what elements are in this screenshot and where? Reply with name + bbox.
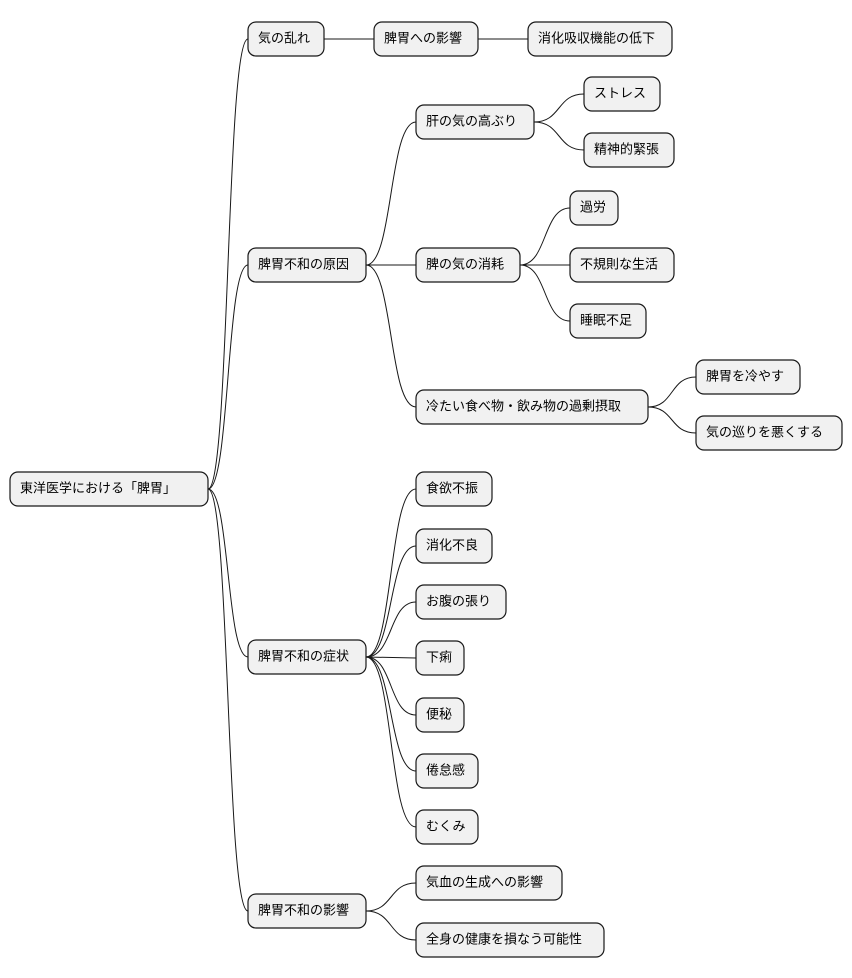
node-label: 気の巡りを悪くする bbox=[706, 425, 823, 441]
edge-n2b-n2b1 bbox=[519, 207, 571, 266]
edge-n4-n4a bbox=[365, 882, 417, 912]
node-label: 睡眠不足 bbox=[580, 314, 632, 329]
edge-n2c-n2c1 bbox=[647, 376, 697, 408]
edge-root-n1 bbox=[207, 38, 249, 490]
edge-n2a-n2a2 bbox=[533, 121, 585, 151]
node-root: 東洋医学における「脾胃」 bbox=[9, 471, 209, 507]
edge-n2-n2c bbox=[365, 264, 417, 408]
node-n4b: 全身の健康を損なう可能性 bbox=[415, 922, 605, 958]
node-label: 食欲不振 bbox=[426, 481, 478, 497]
node-label: 東洋医学における「脾胃」 bbox=[20, 481, 176, 497]
node-n2a2: 精神的緊張 bbox=[583, 132, 675, 168]
edge-n2a-n2a1 bbox=[533, 93, 585, 123]
node-label: 過労 bbox=[580, 201, 606, 216]
node-label: むくみ bbox=[426, 820, 466, 835]
edge-n3-n3d bbox=[365, 656, 417, 659]
node-n3d: 下痢 bbox=[415, 640, 465, 676]
node-label: 脾胃不和の影響 bbox=[258, 903, 349, 919]
node-label: 気血の生成への影響 bbox=[426, 875, 543, 891]
node-label: 脾胃を冷やす bbox=[706, 370, 784, 385]
edge-n3-n3b bbox=[365, 545, 417, 658]
node-n3b: 消化不良 bbox=[415, 528, 493, 564]
node-n4a: 気血の生成への影響 bbox=[415, 865, 563, 901]
edge-n2b-n2b3 bbox=[519, 264, 571, 322]
edge-n3-n3a bbox=[365, 488, 417, 658]
node-n3g: むくみ bbox=[415, 809, 479, 845]
node-label: 脾の気の消耗 bbox=[426, 257, 504, 273]
node-label: 不規則な生活 bbox=[580, 258, 658, 273]
node-label: 消化吸収機能の低下 bbox=[538, 32, 655, 47]
node-n3e: 便秘 bbox=[415, 697, 465, 733]
node-label: 肝の気の高ぶり bbox=[426, 114, 517, 130]
edge-n3-n3e bbox=[365, 656, 417, 716]
node-label: 脾胃不和の原因 bbox=[258, 258, 349, 273]
node-n2a1: ストレス bbox=[583, 76, 661, 112]
edge-n3-n3g bbox=[365, 656, 417, 828]
edge-n3-n3c bbox=[365, 601, 417, 658]
node-n2: 脾胃不和の原因 bbox=[247, 247, 367, 283]
node-n3f: 倦怠感 bbox=[415, 753, 479, 789]
node-label: 脾胃不和の症状 bbox=[258, 650, 349, 665]
node-label: 全身の健康を損なう可能性 bbox=[426, 932, 582, 948]
node-label: 気の乱れ bbox=[258, 31, 310, 47]
node-n2c2: 気の巡りを悪くする bbox=[695, 415, 843, 451]
node-label: 便秘 bbox=[426, 708, 452, 723]
edge-root-n2 bbox=[207, 264, 249, 490]
edge-root-n3 bbox=[207, 488, 249, 658]
node-n1: 気の乱れ bbox=[247, 21, 325, 57]
node-n2c: 冷たい食べ物・飲み物の過剰摂取 bbox=[415, 389, 649, 425]
node-n2c1: 脾胃を冷やす bbox=[695, 359, 801, 395]
edge-n3-n3f bbox=[365, 656, 417, 772]
node-n2a: 肝の気の高ぶり bbox=[415, 104, 535, 140]
node-label: お腹の張り bbox=[426, 594, 491, 610]
edge-n2c-n2c2 bbox=[647, 406, 697, 434]
node-label: 下痢 bbox=[426, 650, 452, 666]
edges-layer bbox=[207, 38, 697, 941]
edge-root-n4 bbox=[207, 488, 249, 912]
node-n1a: 脾胃への影響 bbox=[373, 21, 479, 57]
node-label: 脾胃への影響 bbox=[384, 31, 462, 47]
edge-n4-n4b bbox=[365, 910, 417, 941]
node-n2b2: 不規則な生活 bbox=[569, 247, 675, 283]
node-label: 冷たい食べ物・飲み物の過剰摂取 bbox=[426, 399, 621, 415]
node-label: 倦怠感 bbox=[426, 763, 465, 779]
node-n3: 脾胃不和の症状 bbox=[247, 639, 367, 675]
node-n2b1: 過労 bbox=[569, 190, 619, 226]
node-n1a1: 消化吸収機能の低下 bbox=[527, 21, 673, 57]
node-n2b: 脾の気の消耗 bbox=[415, 247, 521, 283]
node-label: 消化不良 bbox=[426, 538, 478, 554]
node-n4: 脾胃不和の影響 bbox=[247, 893, 367, 929]
node-label: ストレス bbox=[594, 87, 646, 102]
node-n3a: 食欲不振 bbox=[415, 471, 493, 507]
node-n3c: お腹の張り bbox=[415, 584, 507, 620]
edge-n2-n2a bbox=[365, 121, 417, 266]
node-label: 精神的緊張 bbox=[594, 142, 659, 158]
node-n2b3: 睡眠不足 bbox=[569, 303, 647, 339]
